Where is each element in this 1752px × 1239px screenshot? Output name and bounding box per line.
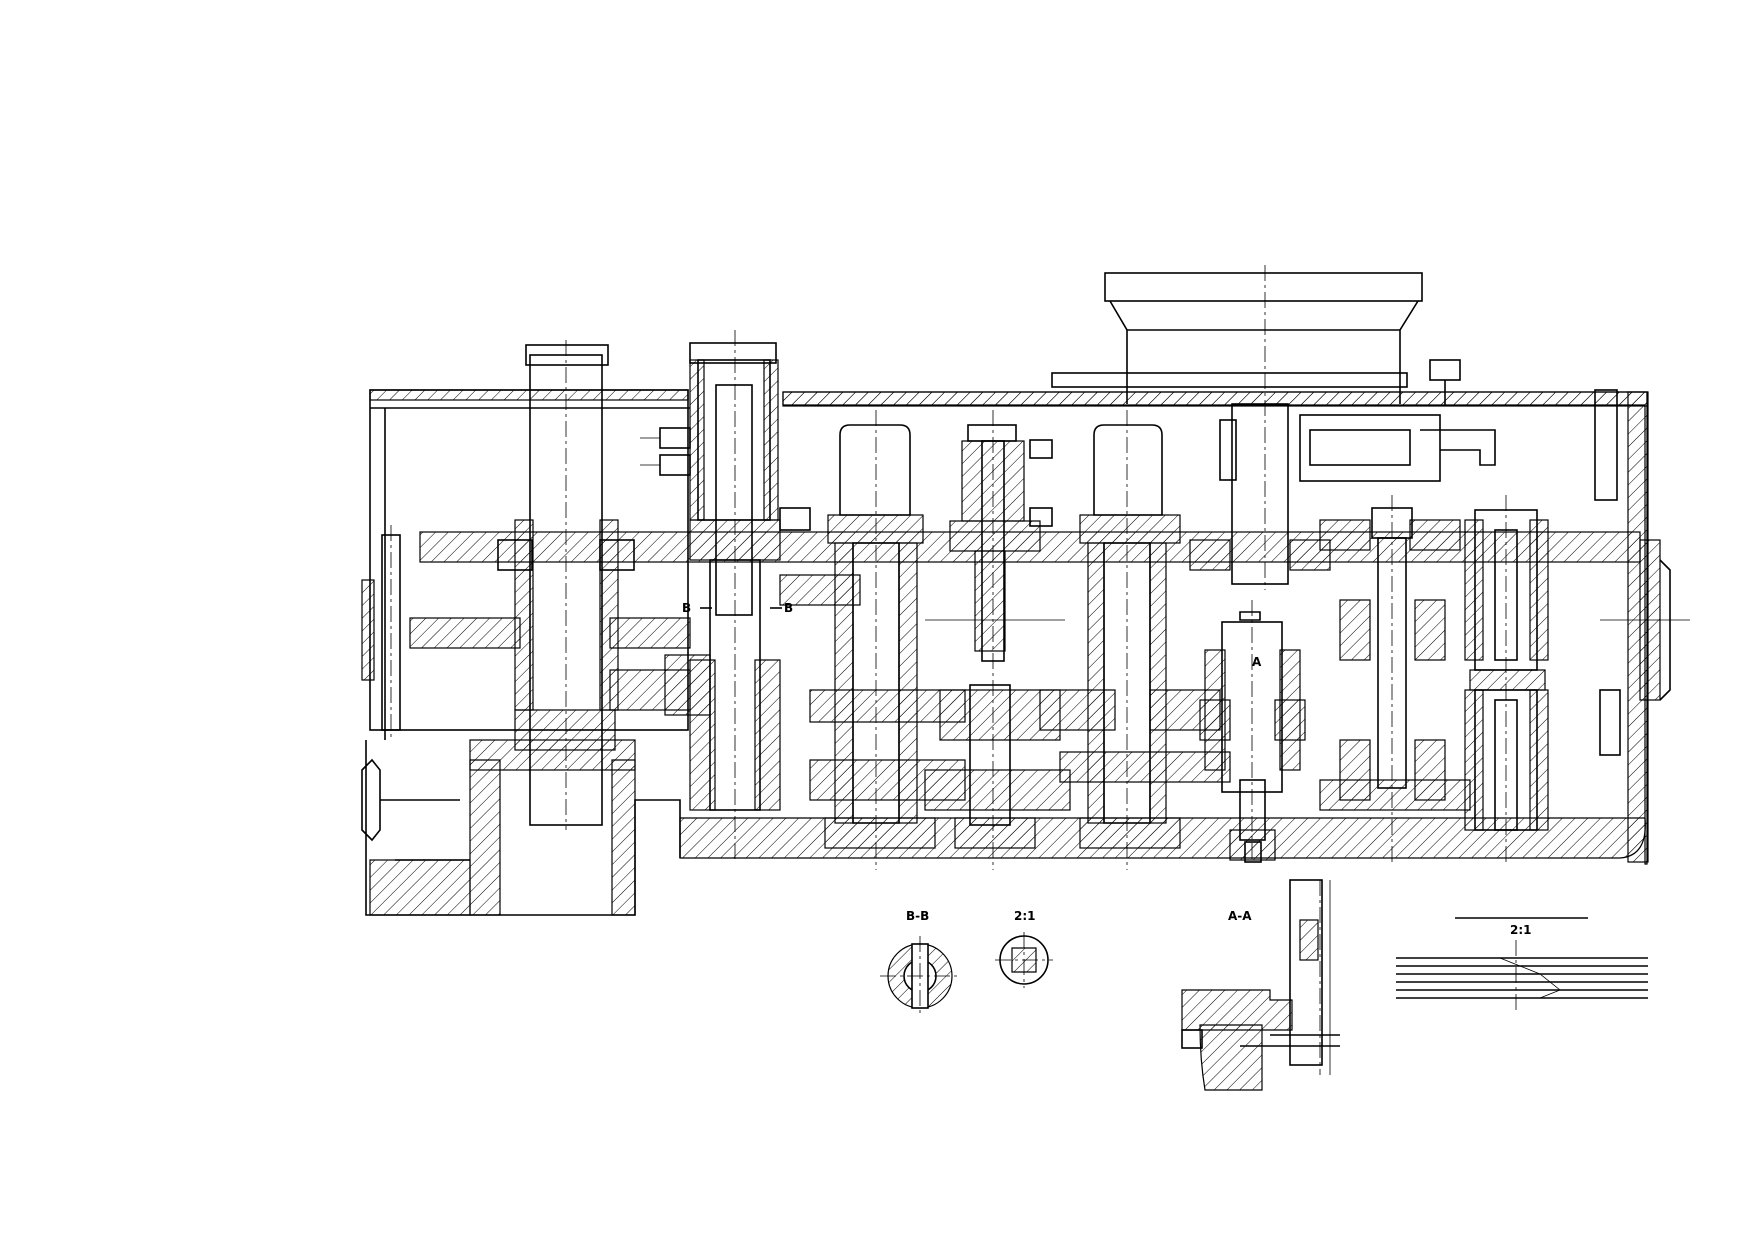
- shaft-6-clutch: [1319, 495, 1471, 862]
- view-aa-title: A-A: [1228, 909, 1252, 923]
- view-bb-title: B-B: [906, 909, 929, 923]
- section-b-left-label: B: [682, 601, 691, 615]
- view-bb: B-B: [880, 909, 960, 1016]
- section-markers: B B A: [682, 601, 1262, 669]
- shaft-4: [924, 410, 1071, 870]
- view-plates-scale-label: 2:1: [1510, 923, 1532, 937]
- view-detail-scale-label: 2:1: [1014, 909, 1036, 923]
- central-drive: [1189, 403, 1496, 863]
- shaft-5: [1039, 410, 1231, 870]
- view-detail-small: 2:1: [995, 909, 1053, 988]
- shaft-7: [1429, 359, 1690, 862]
- section-a-label: A: [1252, 655, 1262, 669]
- shaft-2: [640, 330, 861, 862]
- view-aa: A-A: [1181, 879, 1340, 1091]
- top-hopper: [1051, 265, 1423, 590]
- section-b-right-label: B: [784, 601, 793, 615]
- view-plates: 2:1: [1396, 917, 1648, 1012]
